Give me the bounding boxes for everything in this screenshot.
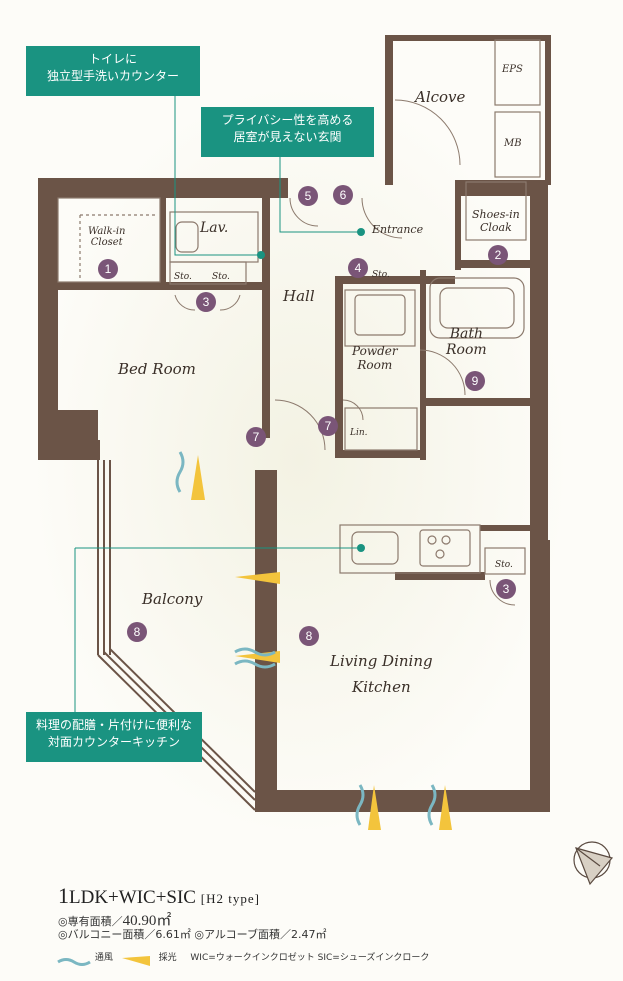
marker-6: 6 (333, 185, 353, 205)
room-mb: MB (504, 138, 522, 149)
legend: 通風 採光 WIC=ウォークインクロゼット SIC=シューズインクローク (58, 950, 430, 963)
marker-8: 8 (299, 626, 319, 646)
legend-abbreviations: WIC=ウォークインクロゼット SIC=シューズインクローク (190, 953, 430, 963)
marker-9: 9 (465, 371, 485, 391)
door-swings (174, 99, 516, 606)
room-entrance: Entrance (372, 223, 424, 236)
marker-3: 3 (496, 579, 516, 599)
north-arrow-icon (573, 841, 614, 886)
marker-2: 2 (488, 245, 508, 265)
marker-8: 8 (127, 622, 147, 642)
other-areas: ◎バルコニー面積／6.61㎡ ◎アルコーブ面積／2.47㎡ (58, 928, 327, 941)
room-balcony: Balcony (142, 590, 203, 608)
room-bed-room: Bed Room (118, 360, 196, 378)
room-sto-3: Sto. (372, 270, 390, 280)
leader-dot (257, 251, 265, 259)
type-title: 1LDK+WIC+SIC [H2 type] (58, 883, 260, 908)
legend-light-icon (122, 956, 150, 966)
callout-privacy-entrance: プライバシー性を高める 居室が見えない玄関 (201, 107, 374, 157)
wind-arrows (175, 451, 437, 826)
legend-wind-label: 通風 (94, 953, 113, 963)
marker-1: 1 (98, 259, 118, 279)
room-alcove: Alcove (415, 88, 466, 106)
exclusive-area: ◎専有面積／40.90㎡ (58, 913, 172, 929)
marker-4: 4 (348, 258, 368, 278)
room-bath-room: Bath Room (446, 326, 487, 358)
room-eps: EPS (502, 64, 523, 75)
marker-7: 7 (246, 427, 266, 447)
legend-wind-icon (57, 958, 91, 966)
room-sto-4: Sto. (495, 560, 513, 570)
room-sto-2: Sto. (212, 272, 230, 282)
legend-light-label: 採光 (158, 953, 177, 963)
fixtures (57, 39, 541, 575)
room-walk-in-closet: Walk-in Closet (88, 226, 126, 248)
room-sto-1: Sto. (174, 272, 192, 282)
marker-5: 5 (298, 186, 318, 206)
room-shoes-in-cloak: Shoes-in Cloak (472, 208, 520, 234)
marker-3: 3 (196, 292, 216, 312)
callout-toilet-counter: トイレに 独立型手洗いカウンター (26, 46, 200, 96)
marker-7: 7 (318, 416, 338, 436)
leader-dot (357, 544, 365, 552)
room-lin: Lin. (350, 428, 368, 438)
leader-dot (357, 228, 365, 236)
room-powder-room: Powder Room (352, 344, 398, 372)
leader-lines (74, 94, 364, 712)
callout-kitchen-counter: 料理の配膳・片付けに便利な 対面カウンターキッチン (26, 712, 202, 762)
exterior-walls (38, 35, 551, 812)
room-ldk: Living Dining Kitchen (330, 652, 433, 696)
room-lav: Lav. (200, 220, 229, 236)
room-hall: Hall (283, 287, 315, 305)
